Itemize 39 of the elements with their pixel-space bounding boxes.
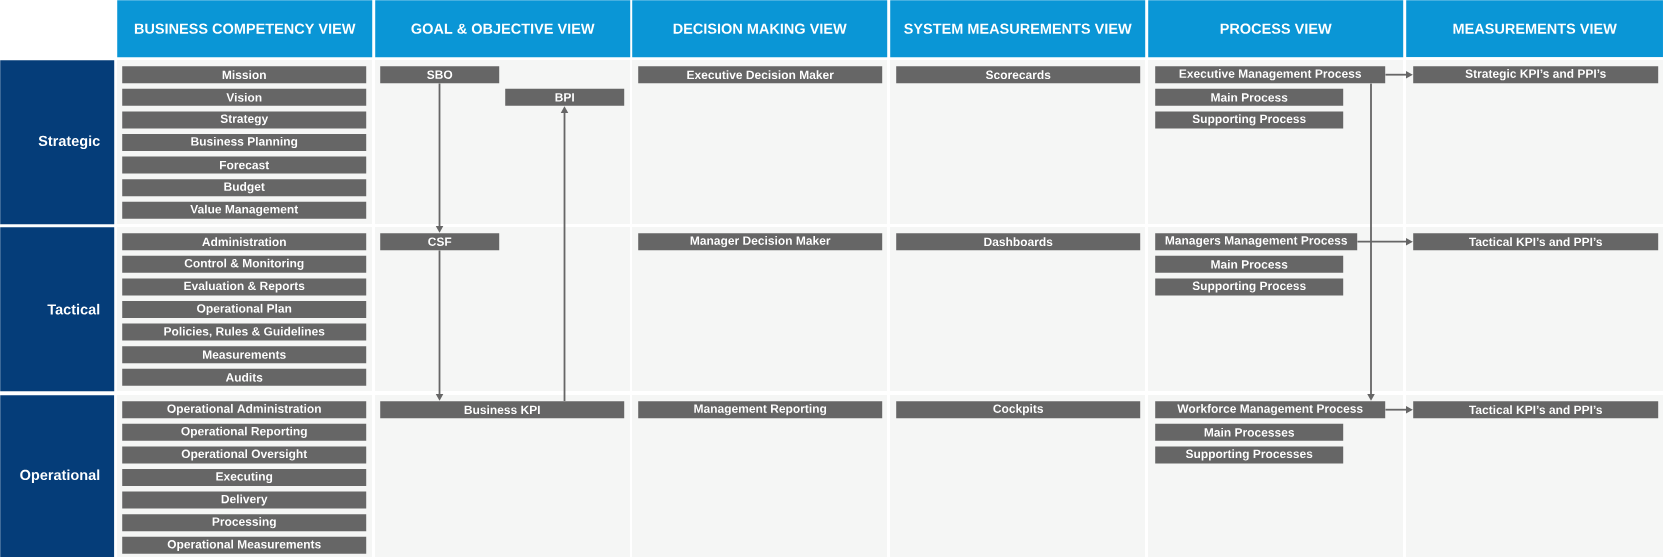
label-box: Executive Management Process <box>1155 66 1386 84</box>
label-box: Management Reporting <box>638 401 883 419</box>
label-box: Strategy <box>122 111 367 129</box>
row-header: Tactical <box>0 227 115 392</box>
label-box: Cockpits <box>896 401 1141 419</box>
node-label: GOAL & OBJECTIVE VIEW <box>411 23 595 34</box>
label-box: Managers Management Process <box>1155 233 1358 251</box>
column-header: SYSTEM MEASUREMENTS VIEW <box>890 0 1146 58</box>
row-header: Operational <box>0 395 115 557</box>
label-box: Tactical KPI’s and PPI’s <box>1413 401 1659 419</box>
label-box: SBO <box>380 66 500 84</box>
column-header: PROCESS VIEW <box>1148 0 1404 58</box>
label-box: Evaluation & Reports <box>122 278 367 296</box>
label-box: Executive Decision Maker <box>638 66 883 84</box>
label-box: Supporting Process <box>1155 111 1344 129</box>
node-label: DECISION MAKING VIEW <box>673 23 847 34</box>
label-box: Workforce Management Process <box>1155 401 1386 419</box>
column-header: BUSINESS COMPETENCY VIEW <box>117 0 373 58</box>
label-box: Processing <box>122 514 367 532</box>
column-header: GOAL & OBJECTIVE VIEW <box>375 0 631 58</box>
label-box: Operational Oversight <box>122 446 367 464</box>
label-box: Supporting Processes <box>1155 446 1344 464</box>
label-box: Mission <box>122 66 367 84</box>
column-header: DECISION MAKING VIEW <box>632 0 888 58</box>
label-box: Strategic KPI’s and PPI’s <box>1413 66 1659 84</box>
label-box: CSF <box>380 233 500 251</box>
row-header: Strategic <box>0 60 115 225</box>
label-box: Supporting Process <box>1155 278 1344 296</box>
label-box: Manager Decision Maker <box>638 233 883 251</box>
label-box: Business Planning <box>122 134 367 151</box>
label-box: Operational Administration <box>122 401 367 419</box>
label-box: Tactical KPI’s and PPI’s <box>1413 233 1659 251</box>
label-box: Business KPI <box>380 401 625 419</box>
column-header: MEASUREMENTS VIEW <box>1406 0 1663 58</box>
label-box: Administration <box>122 233 367 251</box>
label-box: Budget <box>122 179 367 197</box>
label-box: Measurements <box>122 346 367 364</box>
label-box: Scorecards <box>896 66 1141 84</box>
label-box: Dashboards <box>896 233 1141 251</box>
